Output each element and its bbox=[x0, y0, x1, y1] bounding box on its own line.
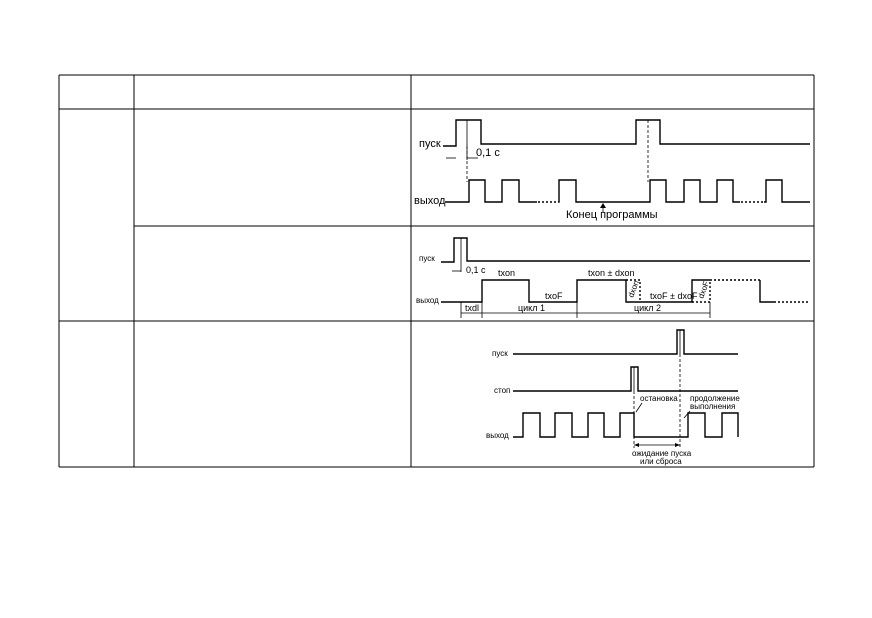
diagram2-start-label: пуск bbox=[419, 254, 435, 263]
diagram3-stop-signal bbox=[513, 366, 738, 392]
diagram1-output-label: выход bbox=[414, 195, 446, 207]
table-grid bbox=[58, 74, 815, 468]
diagram2-txof-label: txoF bbox=[545, 291, 563, 301]
diagram1-start-label: пуск bbox=[419, 138, 441, 150]
diagram3-start-signal bbox=[513, 329, 738, 355]
diagram2-txon-pm-label: txon ± dxon bbox=[588, 268, 634, 278]
diagram3-stop-note-arrow bbox=[635, 402, 643, 413]
diagram1-delay-label: 0,1 с bbox=[476, 147, 500, 159]
diagram2-delay-label: 0,1 с bbox=[466, 265, 486, 275]
diagram2-txdl-label: txdl bbox=[465, 303, 479, 313]
diagram3-stop-note: остановка bbox=[640, 394, 678, 403]
diagram2-cycle2-label: цикл 2 bbox=[634, 303, 661, 313]
diagram3-start-label: пуск bbox=[492, 349, 508, 358]
diagram3-wait-arrow-left bbox=[634, 443, 639, 447]
diagram2-txof-pm-label: txoF ± dxoF bbox=[650, 291, 698, 301]
diagram3-output-signal bbox=[513, 412, 739, 438]
diagram2-dxon-label: dxon bbox=[626, 279, 640, 298]
diagram1-start-signal bbox=[443, 119, 810, 147]
timing-diagram-3: пуск стоп остановка продолжение выполнен… bbox=[486, 329, 740, 466]
timing-diagram-1: пуск 0,1 с выход Конец программы bbox=[414, 119, 810, 221]
diagram2-dxon-zone bbox=[626, 279, 641, 302]
diagram3-continue-note-1: продолжение bbox=[690, 394, 740, 403]
diagram1-end-label: Конец программы bbox=[566, 209, 658, 221]
diagram2-dxof-label: dxoF bbox=[696, 280, 711, 300]
diagram3-wait-note-1: ожидание пуска bbox=[632, 449, 692, 458]
diagram3-continue-note-arrow bbox=[683, 410, 691, 419]
diagram1-end-arrow bbox=[600, 203, 606, 208]
diagram3-stop-label: стоп bbox=[494, 386, 510, 395]
diagram2-dxof-zone bbox=[692, 279, 760, 303]
diagram2-start-signal bbox=[441, 237, 810, 263]
timing-diagram-2: пуск 0,1 с выход txon txoF txon ± dxon d… bbox=[416, 237, 810, 318]
diagram2-output-signal bbox=[441, 279, 776, 303]
diagram3-output-label: выход bbox=[486, 431, 509, 440]
diagram3-wait-note-2: или сброса bbox=[640, 457, 682, 466]
diagram3-wait-arrow-right bbox=[675, 443, 680, 447]
diagram2-cycle1-label: цикл 1 bbox=[518, 303, 545, 313]
diagram2-output-label: выход bbox=[416, 296, 439, 305]
diagram1-output-signal bbox=[445, 179, 810, 203]
diagram2-txon-label: txon bbox=[498, 268, 515, 278]
diagram3-continue-note-2: выполнения bbox=[690, 402, 735, 411]
